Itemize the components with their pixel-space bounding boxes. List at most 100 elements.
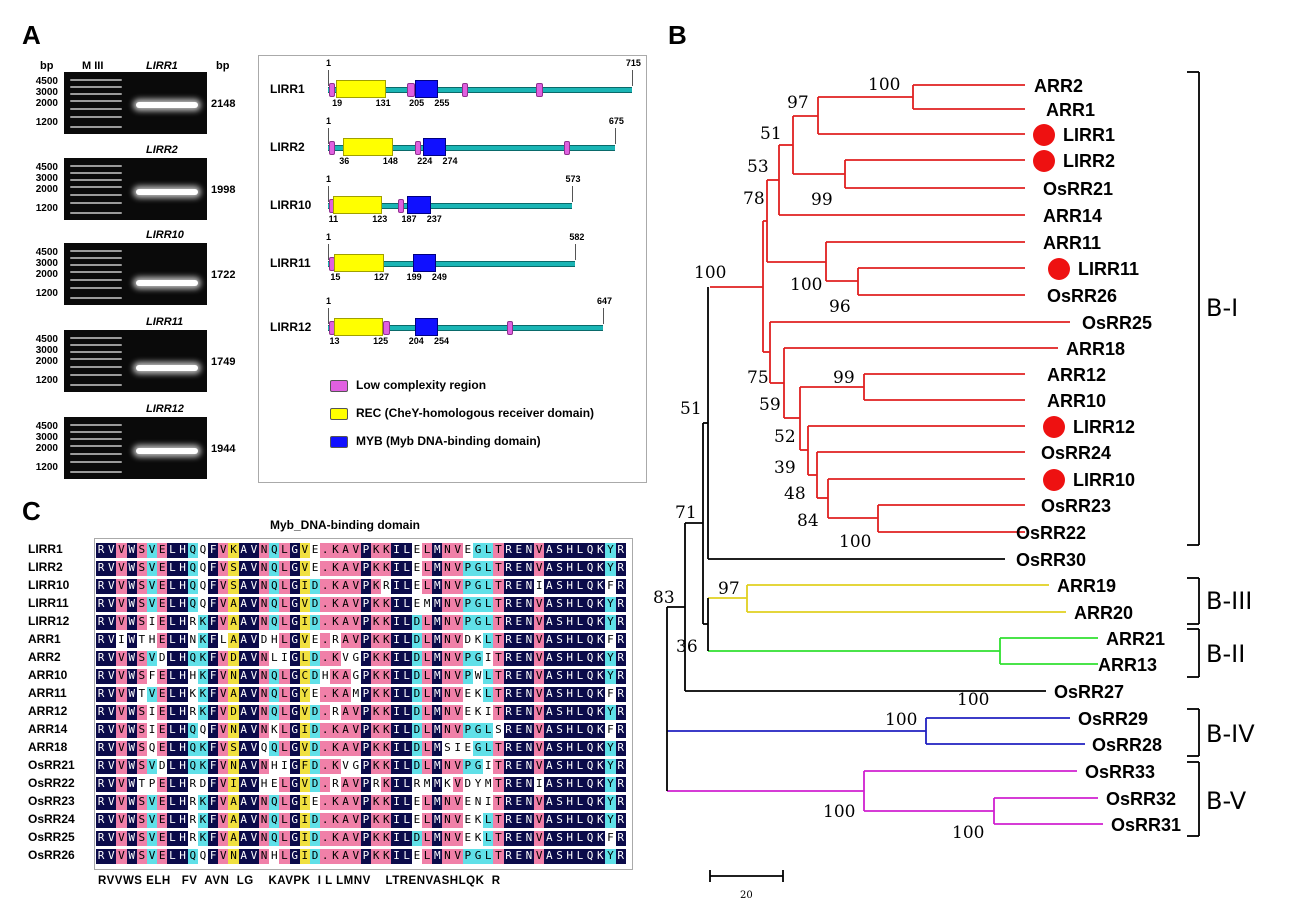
low-complexity-region xyxy=(406,83,415,97)
residue: P xyxy=(360,795,372,810)
highlight-dot xyxy=(1033,150,1055,172)
residue: H xyxy=(564,741,575,756)
rec-domain xyxy=(333,318,384,336)
residue: K xyxy=(269,723,280,738)
residue: S xyxy=(554,705,565,720)
residue: V xyxy=(218,813,229,828)
residue: Q xyxy=(585,831,596,846)
band-size: 1944 xyxy=(211,443,236,455)
residue: N xyxy=(259,669,270,684)
residue: . xyxy=(320,705,331,720)
bootstrap-value: 97 xyxy=(787,93,809,113)
residue: S xyxy=(554,543,565,558)
residue: F xyxy=(208,795,219,810)
taxon-label: OsRR23 xyxy=(1041,496,1111,516)
residue: R xyxy=(615,705,626,720)
legend-swatch xyxy=(330,380,348,392)
residue: M xyxy=(432,669,443,684)
residue: A xyxy=(544,633,555,648)
residue: Y xyxy=(605,813,616,828)
residue: E xyxy=(462,831,473,846)
residue: S xyxy=(554,579,565,594)
residue: A xyxy=(238,687,249,702)
sequence-name: ARR10 xyxy=(28,668,68,682)
residue: Q xyxy=(585,615,596,630)
residue: M xyxy=(432,813,443,828)
marker-band xyxy=(70,358,122,360)
gel-image xyxy=(64,330,207,392)
residue: L xyxy=(167,741,178,756)
residue: R xyxy=(615,669,626,684)
residue: L xyxy=(574,741,585,756)
residue: E xyxy=(411,543,422,558)
sequence-name: ARR1 xyxy=(28,632,61,646)
myb-domain xyxy=(407,196,431,214)
residue: M xyxy=(432,723,443,738)
residue: V xyxy=(299,777,310,792)
residue: L xyxy=(279,831,290,846)
residue: L xyxy=(483,849,494,864)
residue: K xyxy=(197,831,209,846)
residue: I xyxy=(146,705,158,720)
residue: D xyxy=(309,615,321,630)
bootstrap-value: 99 xyxy=(811,190,833,210)
residue: Q xyxy=(585,543,596,558)
sequence-name: OsRR21 xyxy=(28,758,75,772)
residue: N xyxy=(259,651,270,666)
bootstrap-value: 59 xyxy=(759,395,781,415)
residue: R xyxy=(96,687,107,702)
residue: V xyxy=(534,633,545,648)
residue: N xyxy=(259,759,270,774)
taxon-label: ARR14 xyxy=(1043,206,1102,226)
residue: V xyxy=(218,723,229,738)
residue: P xyxy=(462,597,473,612)
residue: H xyxy=(564,651,575,666)
residue: K xyxy=(595,561,606,576)
residue: V xyxy=(248,759,259,774)
residue: L xyxy=(279,813,290,828)
residue: Q xyxy=(197,579,209,594)
residue: A xyxy=(238,795,249,810)
residue: N xyxy=(442,723,453,738)
residue: V xyxy=(218,795,229,810)
residue: E xyxy=(513,831,524,846)
residue: I xyxy=(391,651,402,666)
residue: T xyxy=(136,633,147,648)
residue: R xyxy=(187,795,198,810)
residue: L xyxy=(167,543,178,558)
residue: F xyxy=(208,561,219,576)
residue: I xyxy=(483,705,494,720)
residue: E xyxy=(513,849,524,864)
residue: R xyxy=(503,615,514,630)
residue: G xyxy=(350,759,361,774)
residue: V xyxy=(116,687,127,702)
residue: V xyxy=(534,597,545,612)
residue: N xyxy=(523,849,535,864)
residue: V xyxy=(350,741,361,756)
residue: H xyxy=(564,831,575,846)
residue: . xyxy=(320,615,331,630)
residue: V xyxy=(350,579,361,594)
residue: M xyxy=(422,597,433,612)
residue: V xyxy=(106,705,117,720)
residue: H xyxy=(177,651,188,666)
residue: A xyxy=(238,831,249,846)
residue: E xyxy=(411,795,422,810)
residue: V xyxy=(146,813,158,828)
bootstrap-value: 39 xyxy=(774,458,796,478)
marker-band xyxy=(70,86,122,88)
residue: W xyxy=(126,615,137,630)
residue: K xyxy=(381,741,392,756)
residue: G xyxy=(289,651,300,666)
marker-band xyxy=(70,453,122,455)
residue: F xyxy=(208,543,219,558)
residue: E xyxy=(157,561,168,576)
taxon-label: OsRR24 xyxy=(1041,443,1111,463)
residue: I xyxy=(391,579,402,594)
residue: V xyxy=(106,561,117,576)
residue: K xyxy=(381,777,392,792)
residue: H xyxy=(564,633,575,648)
residue: L xyxy=(422,543,433,558)
residue: P xyxy=(462,759,473,774)
